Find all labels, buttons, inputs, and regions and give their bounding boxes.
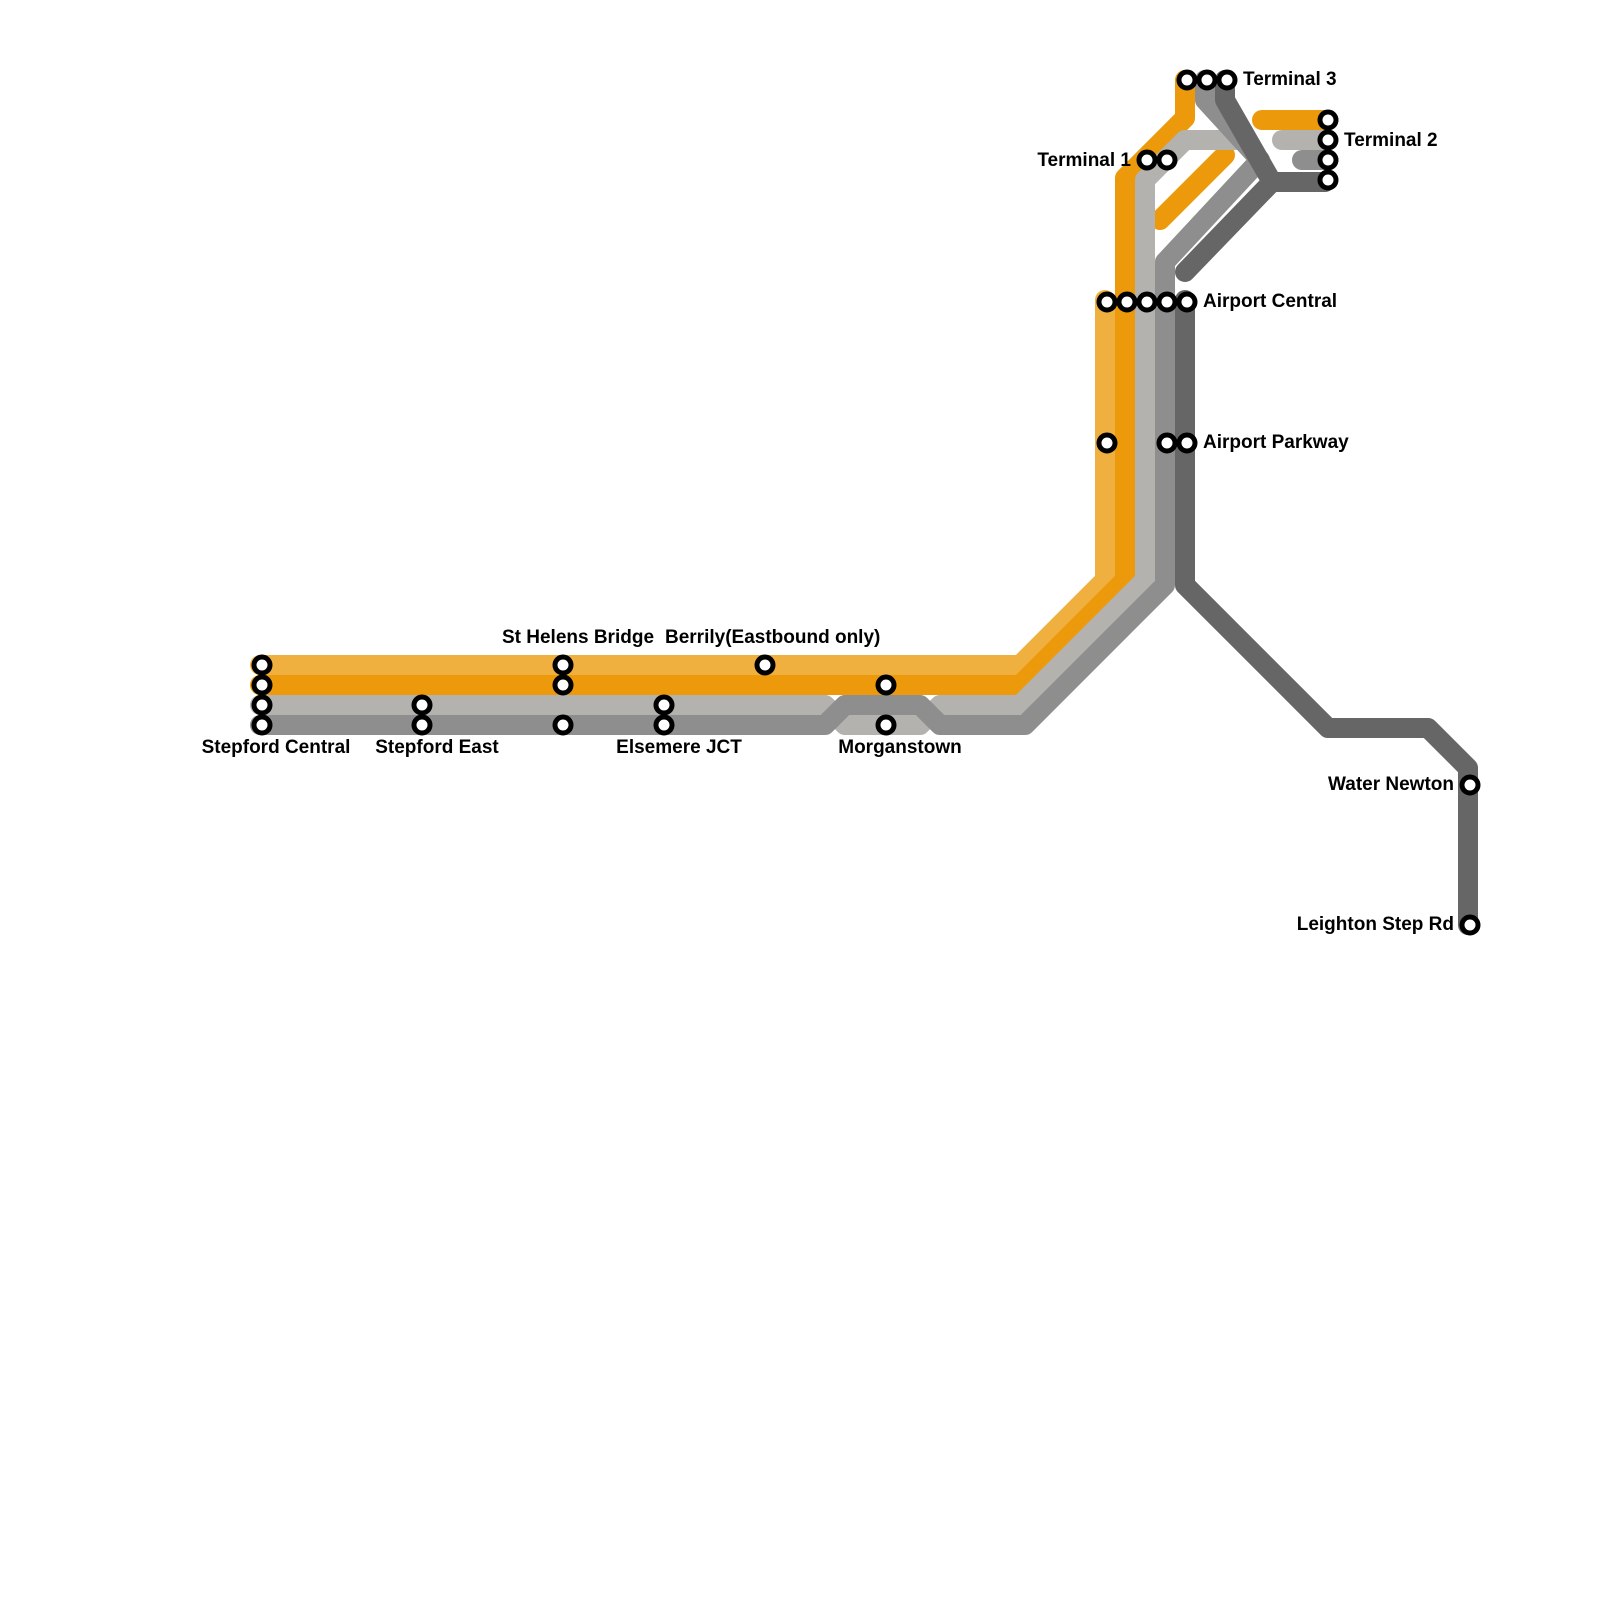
- stop-st-helens-bridge[interactable]: [552, 654, 574, 676]
- label-airport-central: Airport Central: [1203, 291, 1337, 312]
- stop-terminal-3[interactable]: [1216, 69, 1238, 91]
- stop-st-helens-bridge[interactable]: [552, 674, 574, 696]
- stop-stepford-east[interactable]: [411, 714, 433, 736]
- stop-elsemere-jct[interactable]: [653, 694, 675, 716]
- label-airport-parkway: Airport Parkway: [1203, 432, 1349, 453]
- stop-terminal-3[interactable]: [1196, 69, 1218, 91]
- stop-water-newton[interactable]: [1459, 774, 1481, 796]
- stop-airport-central[interactable]: [1136, 291, 1158, 313]
- label-berrily: Berrily(Eastbound only): [665, 627, 880, 648]
- route-lines: [250, 70, 1478, 935]
- stop-stepford-east[interactable]: [411, 694, 433, 716]
- stop-terminal-2[interactable]: [1317, 129, 1339, 151]
- stop-airport-central[interactable]: [1156, 291, 1178, 313]
- stop-morganstown[interactable]: [875, 714, 897, 736]
- stop-st-helens-bridge[interactable]: [552, 714, 574, 736]
- stop-stepford-central[interactable]: [251, 654, 273, 676]
- label-morganstown: Morganstown: [838, 737, 962, 758]
- label-leighton-step-rd: Leighton Step Rd: [1297, 914, 1454, 935]
- stop-terminal-3[interactable]: [1176, 69, 1198, 91]
- label-terminal-3: Terminal 3: [1243, 69, 1337, 90]
- stop-terminal-2[interactable]: [1317, 109, 1339, 131]
- stop-airport-parkway[interactable]: [1176, 432, 1198, 454]
- stop-stepford-central[interactable]: [251, 674, 273, 696]
- stop-leighton-step-rd[interactable]: [1459, 914, 1481, 936]
- station-labels: Stepford Central Stepford East St Helens…: [202, 69, 1454, 935]
- station-stops: [251, 69, 1481, 936]
- route-orange-spur: [1150, 145, 1235, 230]
- stop-terminal-1[interactable]: [1156, 149, 1178, 171]
- label-terminal-1: Terminal 1: [1037, 150, 1131, 171]
- label-stepford-central: Stepford Central: [202, 737, 351, 758]
- stop-airport-central[interactable]: [1176, 291, 1198, 313]
- route-orange-light: [250, 290, 1115, 675]
- stop-stepford-central[interactable]: [251, 714, 273, 736]
- label-elsemere-jct: Elsemere JCT: [616, 737, 742, 758]
- stop-terminal-1[interactable]: [1136, 149, 1158, 171]
- stop-terminal-2[interactable]: [1317, 149, 1339, 171]
- label-water-newton: Water Newton: [1328, 774, 1454, 795]
- stop-morganstown[interactable]: [875, 674, 897, 696]
- stop-elsemere-jct[interactable]: [653, 714, 675, 736]
- stop-terminal-2[interactable]: [1317, 169, 1339, 191]
- label-stepford-east: Stepford East: [375, 737, 499, 758]
- stop-stepford-central[interactable]: [251, 694, 273, 716]
- label-terminal-2: Terminal 2: [1344, 130, 1438, 151]
- stop-airport-central[interactable]: [1116, 291, 1138, 313]
- stop-berrily[interactable]: [754, 654, 776, 676]
- stop-airport-parkway[interactable]: [1156, 432, 1178, 454]
- stop-airport-parkway[interactable]: [1096, 432, 1118, 454]
- label-st-helens-bridge: St Helens Bridge: [502, 627, 654, 648]
- route-dark-grey: [1175, 290, 1478, 935]
- stop-airport-central[interactable]: [1096, 291, 1118, 313]
